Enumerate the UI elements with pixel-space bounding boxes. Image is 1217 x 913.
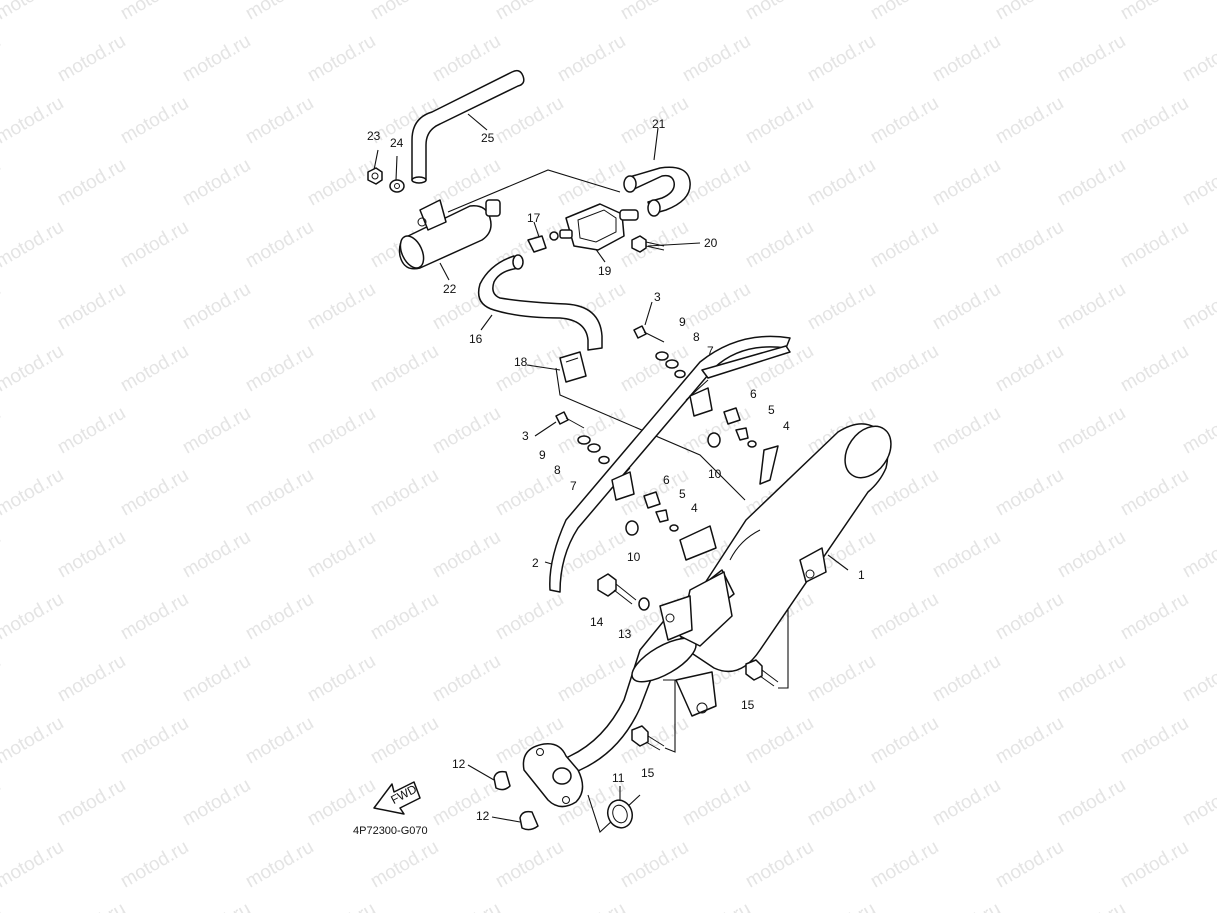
callout-21: 21 <box>652 117 666 131</box>
callout-8-upper: 8 <box>693 330 700 344</box>
callout-3-upper: 3 <box>654 290 661 304</box>
nut-12-lower <box>519 810 539 831</box>
hose-16 <box>477 254 603 351</box>
callout-labels: 23 24 25 22 21 17 19 20 16 18 3 9 8 7 6 … <box>367 117 865 823</box>
bolt-15-left <box>631 725 665 751</box>
callout-4-lower: 4 <box>691 501 698 515</box>
callout-13: 13 <box>618 627 632 641</box>
callout-7-lower: 7 <box>570 479 577 493</box>
callout-2: 2 <box>532 556 539 570</box>
guide-lines <box>373 113 849 833</box>
nut-23 <box>367 167 383 185</box>
callout-19: 19 <box>598 264 612 278</box>
drawing-code: 4P72300-G070 <box>353 825 428 837</box>
callout-18: 18 <box>514 355 528 369</box>
callout-15-left: 15 <box>641 766 655 780</box>
nut-12-upper <box>493 770 511 791</box>
muffler-1 <box>522 423 892 808</box>
tube-25 <box>411 69 525 184</box>
callout-14: 14 <box>590 615 604 629</box>
clamp-18 <box>559 351 587 383</box>
callout-25: 25 <box>481 131 495 145</box>
gasket-11 <box>606 799 634 829</box>
bolt-15-right <box>745 659 779 687</box>
callout-9-lower: 9 <box>539 448 546 462</box>
canister-22 <box>398 199 501 270</box>
callout-24: 24 <box>390 136 404 150</box>
fitting-17 <box>527 231 559 253</box>
callout-7-upper: 7 <box>707 344 714 358</box>
callout-17: 17 <box>527 211 541 225</box>
grommet-24 <box>389 179 405 193</box>
callout-5-upper: 5 <box>768 403 775 417</box>
callout-16: 16 <box>469 332 483 346</box>
hose-21 <box>623 166 691 217</box>
callout-22: 22 <box>443 282 457 296</box>
callout-23: 23 <box>367 129 381 143</box>
fastener-stack-lower <box>555 411 679 536</box>
bolt-14 <box>597 573 637 605</box>
callout-20: 20 <box>704 236 718 250</box>
callout-10-lower: 10 <box>627 550 641 564</box>
callout-15-right: 15 <box>741 698 755 712</box>
callout-12-upper: 12 <box>452 757 466 771</box>
callout-6-upper: 6 <box>750 387 757 401</box>
callout-8-lower: 8 <box>554 463 561 477</box>
protector-2 <box>549 335 791 593</box>
fastener-stack-upper <box>633 325 757 448</box>
reed-valve-19 <box>559 203 639 251</box>
callout-6-lower: 6 <box>663 473 670 487</box>
callout-12-lower: 12 <box>476 809 490 823</box>
callout-4-upper: 4 <box>783 419 790 433</box>
bolt-20 <box>631 235 665 253</box>
callout-11: 11 <box>612 771 625 785</box>
gasket-13 <box>638 597 650 611</box>
callout-9-upper: 9 <box>679 315 686 329</box>
callout-10-upper: 10 <box>708 467 722 481</box>
callout-3-lower: 3 <box>522 429 529 443</box>
callout-1: 1 <box>858 568 865 582</box>
callout-5-lower: 5 <box>679 487 686 501</box>
